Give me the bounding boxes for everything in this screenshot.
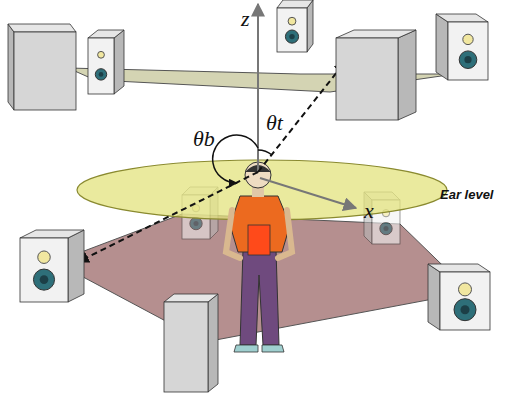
angle-label: θt bbox=[266, 112, 283, 134]
loudspeaker bbox=[8, 24, 76, 110]
angle-arc bbox=[258, 150, 272, 155]
axis-label: x bbox=[364, 200, 374, 222]
loudspeaker bbox=[20, 230, 84, 302]
x-axis bbox=[260, 178, 356, 208]
axis-label: z bbox=[241, 8, 250, 30]
loudspeaker bbox=[336, 30, 416, 120]
plane-label: Ear level bbox=[440, 188, 494, 201]
angle-arc bbox=[213, 135, 258, 183]
loudspeaker bbox=[436, 14, 488, 80]
loudspeaker bbox=[164, 294, 218, 392]
loudspeaker bbox=[277, 0, 313, 52]
listener-figure bbox=[226, 162, 292, 352]
direction-line bbox=[78, 172, 258, 262]
loudspeaker bbox=[88, 30, 124, 94]
loudspeaker bbox=[428, 264, 490, 330]
angle-label: θb bbox=[193, 128, 215, 150]
direction-line bbox=[258, 62, 345, 172]
